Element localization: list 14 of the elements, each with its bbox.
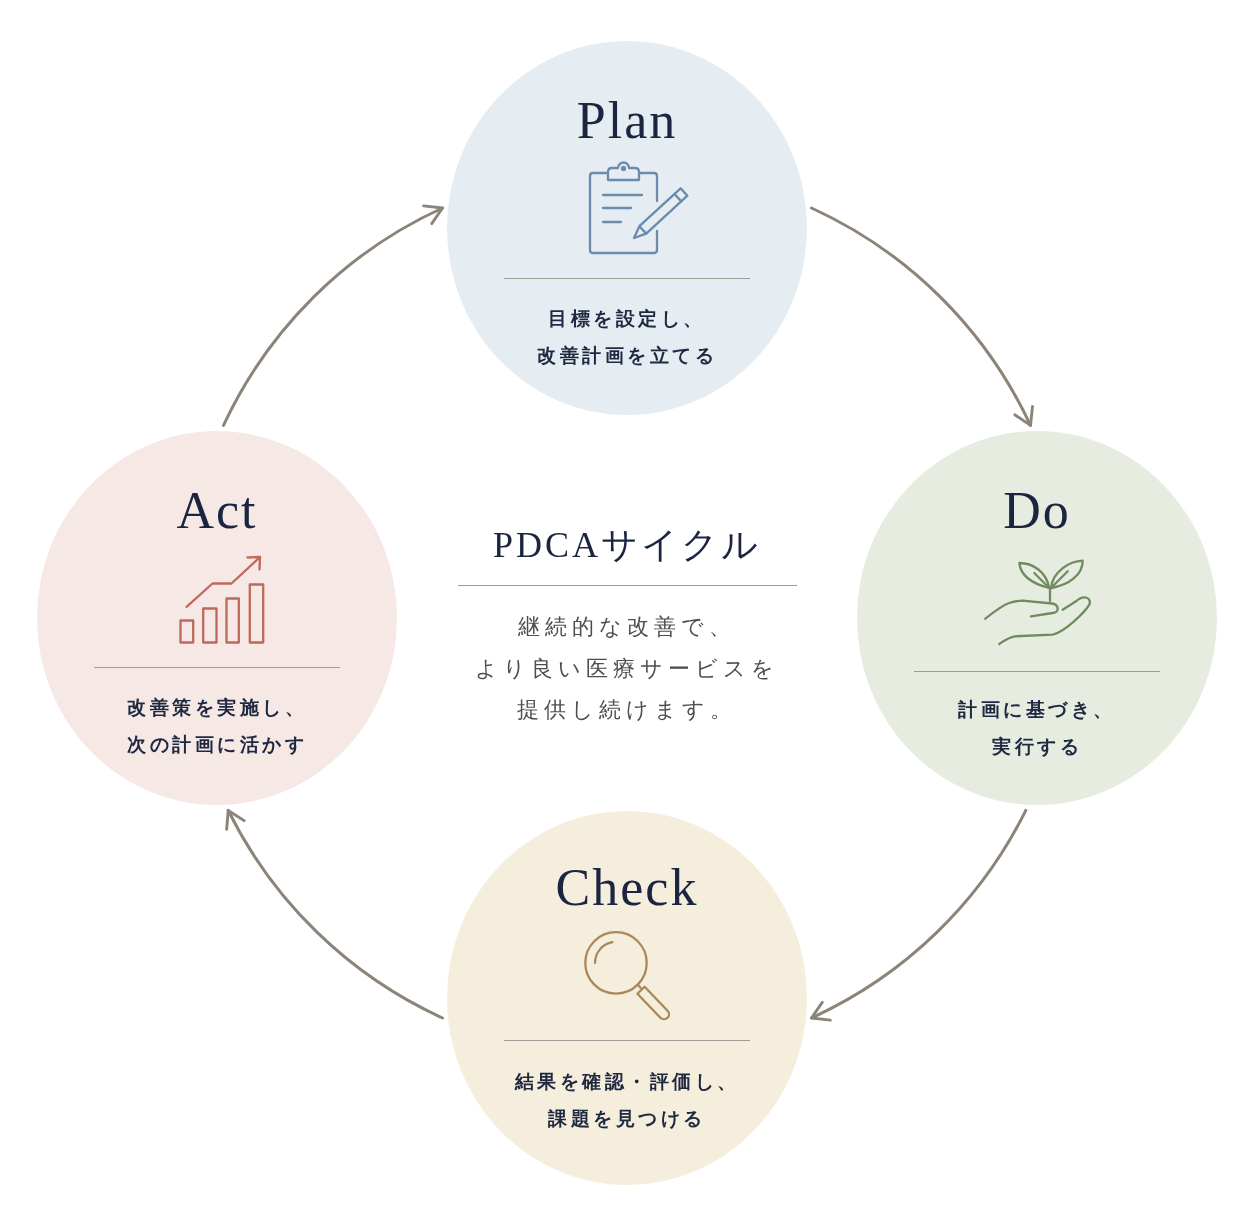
- phase-title: Act: [176, 480, 258, 541]
- description-text: 継続的な改善で、より良い医療サービスを提供し続けます。: [474, 613, 780, 724]
- phase-title: Plan: [576, 90, 678, 151]
- cycle-arrow: [810, 808, 1028, 1021]
- phase-title: Check: [555, 857, 699, 918]
- phase-description: 結果を確認・評価し、課題を見つける: [514, 1068, 740, 1131]
- phase-description: 目標を設定し、改善計画を立てる: [537, 305, 717, 368]
- diagram-title: PDCAサイクル: [493, 524, 761, 567]
- cycle-arrow: [810, 206, 1033, 427]
- phase-title: Do: [1003, 480, 1071, 541]
- phase-description: 改善策を実施し、次の計画に活かす: [127, 694, 307, 757]
- cycle-arrow: [226, 808, 444, 1020]
- cycle-arrow: [222, 205, 444, 427]
- phase-description: 計画に基づき、実行する: [958, 696, 1116, 759]
